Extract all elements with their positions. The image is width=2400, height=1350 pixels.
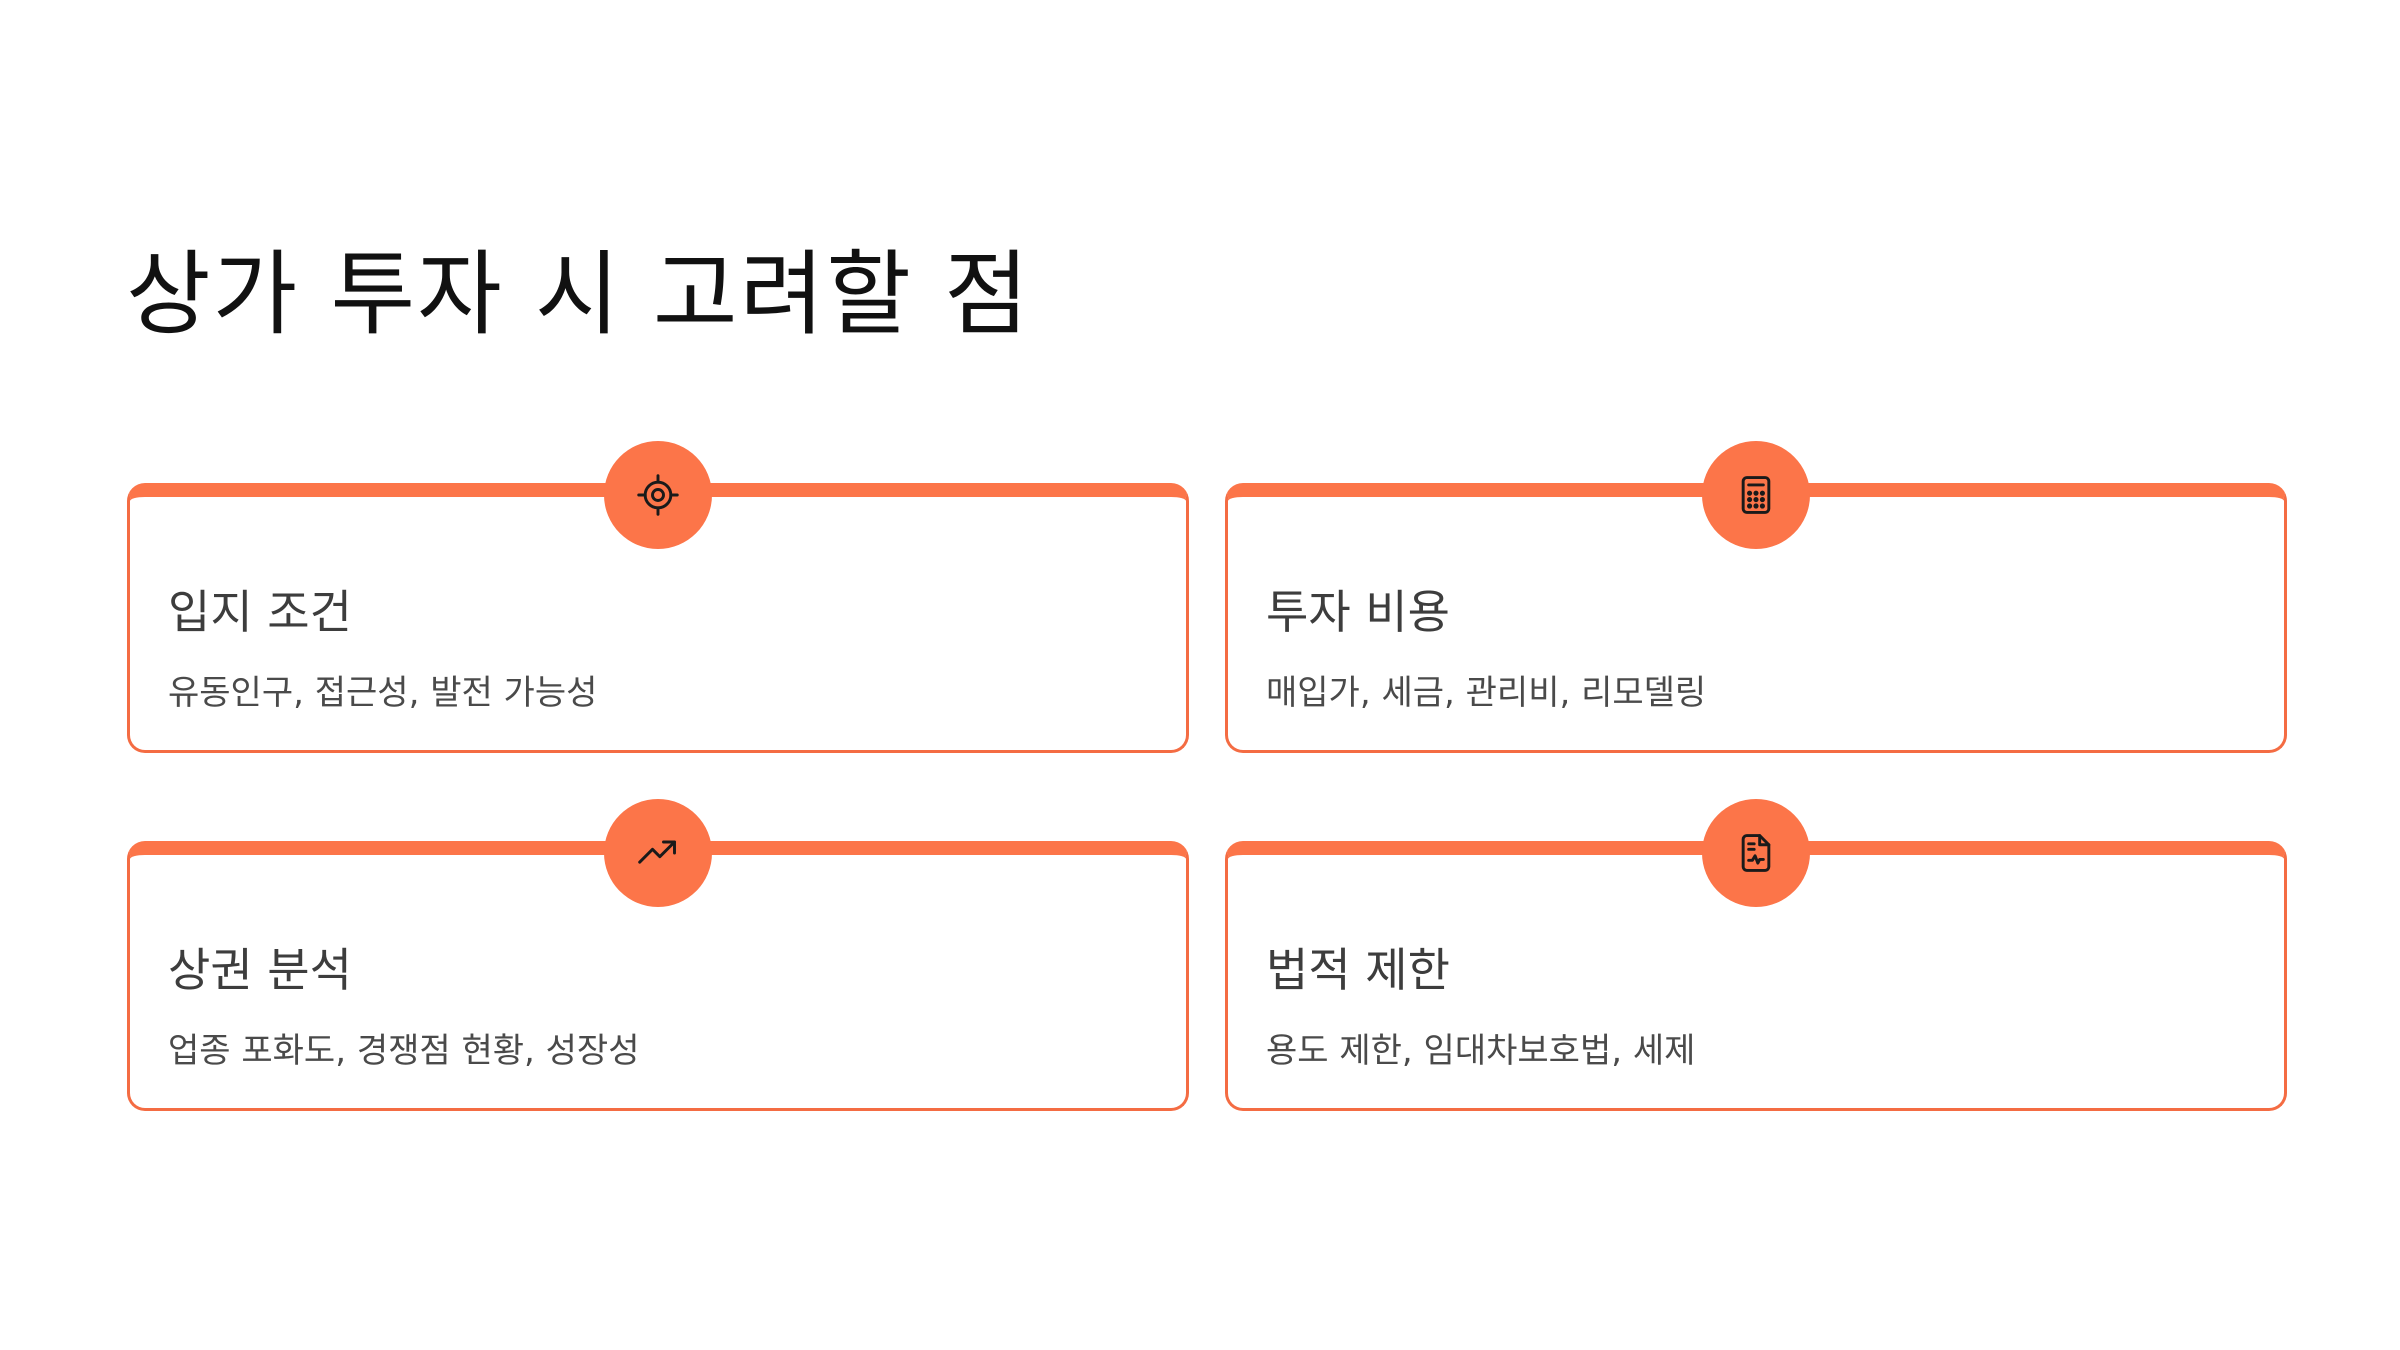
card-description: 업종 포화도, 경쟁점 현황, 성장성 — [168, 1031, 640, 1071]
card-location: 입지 조건 유동인구, 접근성, 발전 가능성 — [127, 441, 1189, 753]
card-description: 매입가, 세금, 관리비, 리모델링 — [1266, 673, 1707, 713]
card-description: 용도 제한, 임대차보호법, 세제 — [1266, 1031, 1696, 1071]
trending-up-icon — [638, 840, 676, 864]
card-investment-cost: 투자 비용 매입가, 세금, 관리비, 리모델링 — [1225, 441, 2287, 753]
card-title: 투자 비용 — [1266, 585, 1450, 639]
card-icon-badge — [604, 441, 712, 549]
card-title: 법적 제한 — [1266, 943, 1450, 997]
card-title: 상권 분석 — [168, 943, 352, 997]
card-market-analysis: 상권 분석 업종 포화도, 경쟁점 현황, 성장성 — [127, 799, 1189, 1111]
card-icon-badge — [1702, 799, 1810, 907]
calculator-icon — [1741, 476, 1771, 514]
card-icon-badge — [604, 799, 712, 907]
card-title: 입지 조건 — [168, 585, 352, 639]
card-icon-badge — [1702, 441, 1810, 549]
target-icon — [637, 474, 679, 516]
card-legal-restrictions: 법적 제한 용도 제한, 임대차보호법, 세제 — [1225, 799, 2287, 1111]
page-title: 상가 투자 시 고려할 점 — [126, 241, 1031, 348]
document-chart-icon — [1741, 834, 1771, 872]
card-description: 유동인구, 접근성, 발전 가능성 — [168, 673, 598, 713]
